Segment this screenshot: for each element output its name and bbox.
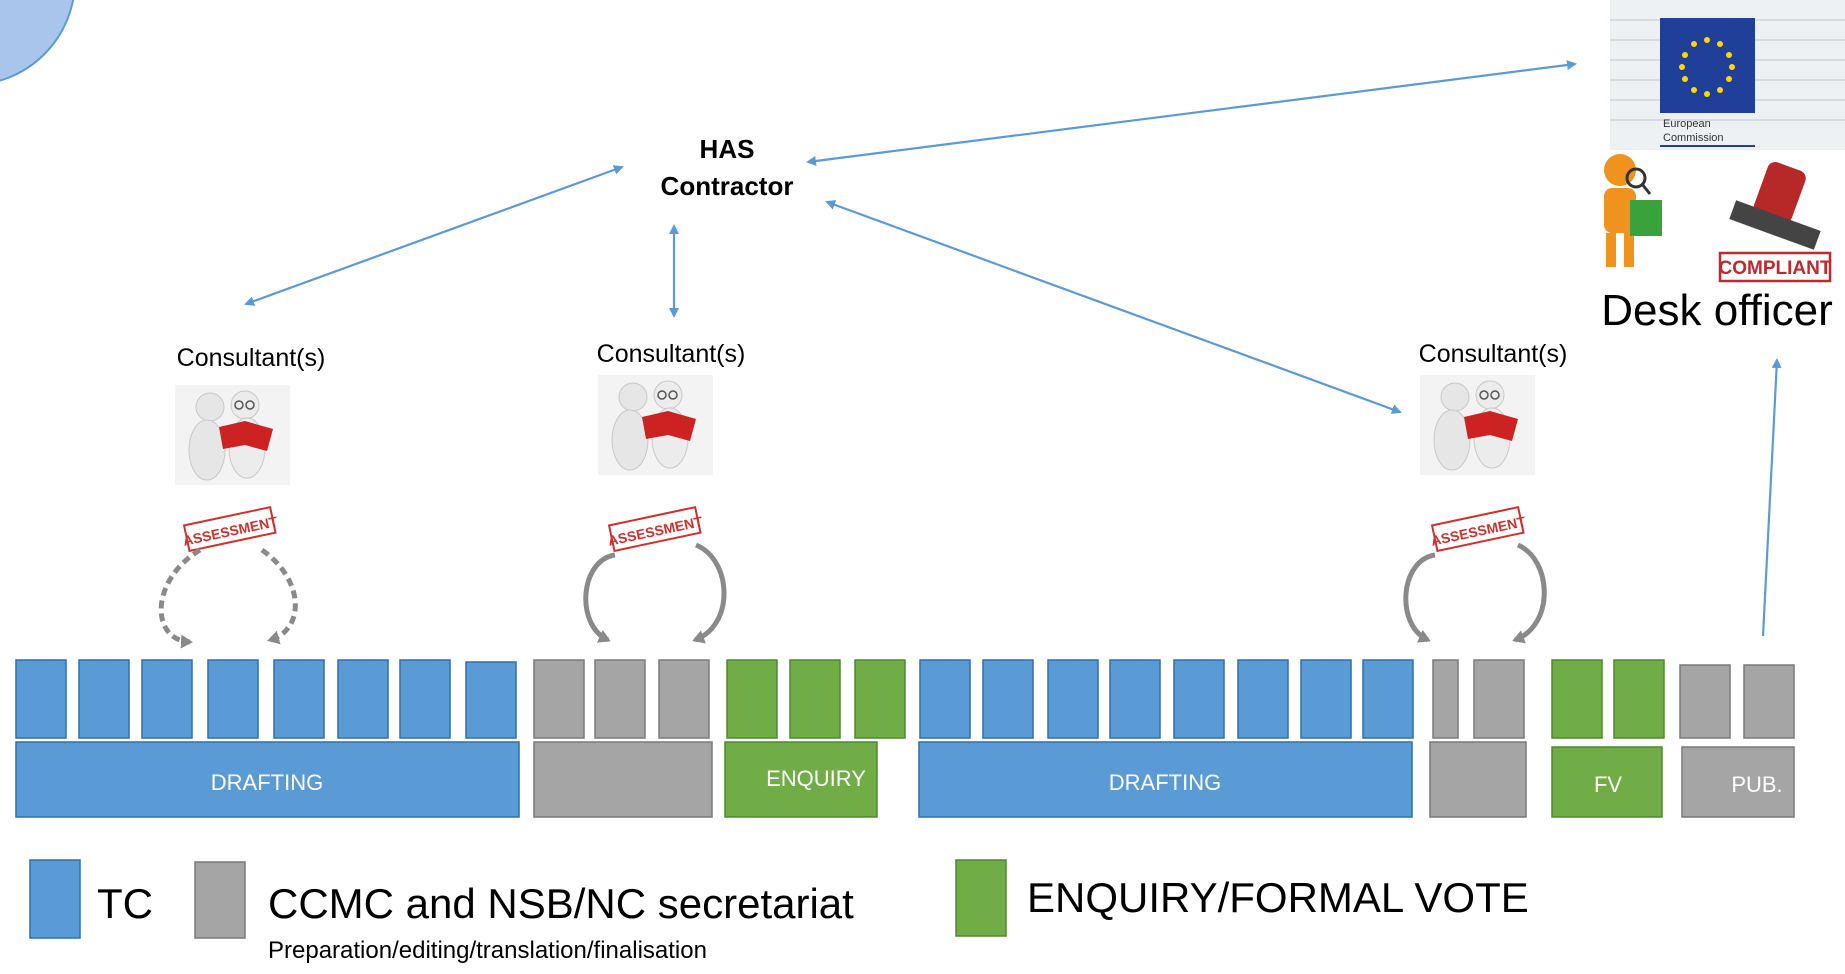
block-tc (1173, 659, 1225, 739)
arrow-pub-desk-officer (1761, 358, 1782, 637)
connector-arrows (244, 60, 1782, 637)
block-tc (465, 661, 517, 739)
phase-bars: DRAFTING ENQUIRY DRAFTING FV PUB. (15, 741, 1795, 818)
arrow-hub-consultant-1 (244, 165, 624, 306)
cycle-arrow-1b (260, 547, 298, 645)
legend: TC CCMC and NSB/NC secretariat Preparati… (29, 859, 1529, 964)
block-tc (1362, 659, 1414, 739)
block-formal-vote (1551, 659, 1603, 739)
block-ccmc (1473, 659, 1525, 739)
block-tc (337, 659, 389, 739)
legend-label-ccmc-sub: Preparation/editing/translation/finalisa… (268, 937, 707, 964)
phase-ccmc-2 (1429, 741, 1527, 818)
block-tc (207, 659, 259, 739)
block-ccmc (594, 659, 646, 739)
block-tc (273, 659, 325, 739)
legend-label-ccmc: CCMC and NSB/NC secretariat (268, 880, 854, 927)
block-ccmc (1679, 664, 1731, 739)
phase-fv-label: FV (1594, 772, 1622, 797)
block-ccmc (658, 659, 710, 739)
svg-text:ASSESSMENT: ASSESSMENT (181, 513, 279, 549)
consultant-label-2: Consultant(s) (597, 340, 746, 368)
svg-text:Commission: Commission (1663, 132, 1724, 144)
phase-drafting-1 (15, 741, 520, 818)
phase-drafting-2 (918, 741, 1413, 818)
arrow-hub-ec (806, 60, 1577, 166)
hub-line2: Contractor (661, 171, 794, 201)
legend-label-tc: TC (97, 880, 153, 927)
hub-line1: HAS (700, 134, 755, 164)
phase-drafting-2-label: DRAFTING (1109, 770, 1221, 795)
legend-swatch-tc (29, 859, 81, 939)
block-tc (399, 659, 451, 739)
consultant-label-1: Consultant(s) (177, 344, 326, 372)
phase-fv (1551, 746, 1663, 818)
cycle-arrow-2b (692, 542, 727, 644)
desk-officer-figure (1604, 154, 1662, 267)
block-enquiry (789, 659, 841, 739)
svg-text:ASSESSMENT: ASSESSMENT (1429, 513, 1527, 549)
block-ccmc (1432, 659, 1459, 739)
cycle-arrow-3a (1403, 552, 1436, 643)
legend-swatch-ccmc (194, 861, 246, 939)
compliant-stamp: COMPLIANT (1719, 162, 1832, 283)
svg-text:European: European (1663, 118, 1711, 130)
block-tc (919, 659, 971, 739)
legend-swatch-enquiry (955, 859, 1007, 937)
svg-text:ASSESSMENT: ASSESSMENT (606, 513, 704, 549)
phase-enquiry (724, 741, 878, 818)
block-ccmc (533, 659, 585, 739)
cycle-arrow-3b (1512, 542, 1547, 644)
consultant-label-3: Consultant(s) (1419, 340, 1568, 368)
consultant-icon-3 (1420, 375, 1535, 475)
consultant-icon-2 (598, 375, 713, 475)
cycle-arrows (158, 542, 1547, 649)
block-enquiry (726, 659, 778, 739)
decorative-circle (0, 0, 75, 82)
eu-flag-icon (1660, 18, 1755, 113)
phase-enquiry-label: ENQUIRY (766, 766, 866, 791)
block-formal-vote (1613, 659, 1665, 739)
phase-pub-label: PUB. (1731, 772, 1782, 797)
activity-blocks (15, 659, 1795, 739)
assessment-stamp-3: ASSESSMENT (1429, 505, 1527, 553)
consultant-icon-1 (175, 385, 290, 485)
block-tc (1109, 659, 1161, 739)
cycle-arrow-1a (158, 547, 202, 649)
arrow-hub-consultant-3 (825, 200, 1402, 414)
block-enquiry (854, 659, 906, 739)
block-tc (1300, 659, 1352, 739)
block-ccmc (1743, 664, 1795, 739)
svg-text:COMPLIANT: COMPLIANT (1719, 258, 1832, 279)
block-tc (15, 659, 67, 739)
legend-label-enquiry: ENQUIRY/FORMAL VOTE (1027, 874, 1529, 921)
block-tc (1237, 659, 1289, 739)
block-tc (1047, 659, 1099, 739)
cycle-arrow-2a (583, 552, 616, 643)
block-tc (78, 659, 130, 739)
block-tc (141, 659, 193, 739)
phase-drafting-1-label: DRAFTING (211, 770, 323, 795)
phase-pub (1681, 746, 1795, 818)
european-commission-logo: European Commission (1610, 0, 1845, 150)
block-tc (982, 659, 1034, 739)
phase-ccmc-1 (533, 741, 713, 818)
assessment-stamp-1: ASSESSMENT (181, 505, 279, 553)
desk-officer-label: Desk officer (1601, 286, 1833, 335)
assessment-stamp-2: ASSESSMENT (606, 505, 704, 553)
